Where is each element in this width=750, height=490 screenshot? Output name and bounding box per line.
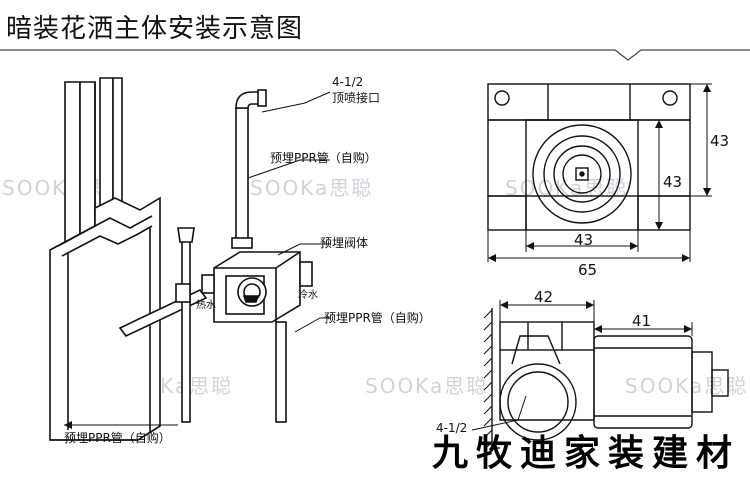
front-inner-width-dimension: 43 (574, 231, 593, 249)
wall-column (64, 81, 96, 245)
wall-column (99, 77, 123, 219)
header-rule (0, 49, 750, 61)
wall-installation-drawing (49, 77, 313, 441)
top-outlet-size-label: 4-1/2 (332, 75, 363, 89)
page-title: 暗装花洒主体安装示意图 (6, 14, 304, 44)
front-view-dimensions (487, 83, 712, 262)
watermark: SOOKa思聪 (365, 374, 488, 398)
side-dimension-arrowheads (500, 301, 692, 333)
watermark: SOOKa思聪 (250, 176, 373, 200)
hot-pipe (118, 227, 208, 423)
leader-lines (64, 91, 331, 426)
side-view-drawing (483, 308, 729, 451)
top-outlet-label: 顶喷接口 (332, 90, 380, 105)
front-right-height-dimension: 43 (710, 132, 729, 150)
arrowheads (64, 421, 72, 429)
side-view-dimensions (471, 300, 693, 431)
cold-water-label: 冷水 (298, 288, 318, 301)
front-inner-height-dimension: 43 (663, 173, 682, 191)
side-depth-left-dimension: 42 (534, 288, 553, 306)
ppr-pipe-bottom-label: 预埋PPR管（自购） (64, 430, 171, 445)
ppr-pipe-upper-label: 预埋PPR管（自购） (270, 150, 377, 165)
riser-pipe (231, 89, 267, 249)
front-total-width-dimension: 65 (578, 261, 597, 279)
cold-pipe (275, 321, 287, 423)
valve-body-label: 预埋阀体 (320, 236, 368, 250)
front-view-drawing (487, 83, 691, 231)
side-depth-right-dimension: 41 (632, 312, 651, 330)
watermark: SOOKa思聪 (625, 374, 748, 398)
ppr-pipe-right-label: 预埋PPR管（自购） (324, 310, 431, 325)
hot-water-label: 热水 (196, 298, 216, 311)
valve-body (201, 251, 313, 323)
brand-text: 九牧迪家装建材 (431, 432, 740, 474)
side-outlet-size-label: 4-1/2 (436, 421, 467, 435)
dimension-arrowheads (488, 84, 711, 262)
